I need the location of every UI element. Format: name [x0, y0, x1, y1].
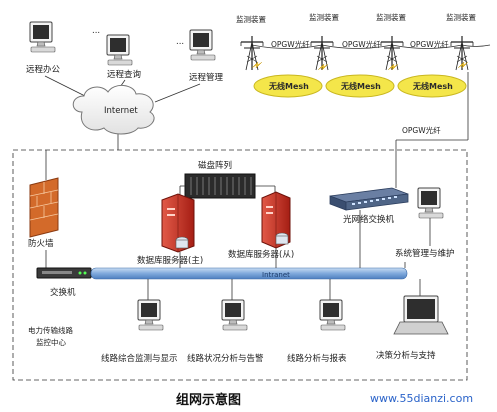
client-pc-3: [319, 299, 346, 331]
intranet-bus: [90, 267, 408, 280]
client-label-1: 线路综合监测与显示: [101, 353, 178, 364]
transmission-lines: [251, 44, 491, 49]
mesh-label-1: 无线Mesh: [268, 81, 309, 91]
client-pc-2: [221, 299, 248, 331]
opgw-label-3: OPGW光纤: [410, 39, 449, 49]
firewall-label: 防火墙: [28, 238, 54, 249]
client-pc-1: [137, 299, 164, 331]
client-laptop-4: [393, 295, 449, 335]
remote-office-pc: [29, 21, 56, 53]
mesh-label-2: 无线Mesh: [340, 81, 381, 91]
remote-query-label: 远程查询: [107, 69, 141, 80]
monitor-device-label-1: 监测装置: [236, 14, 266, 24]
watermark: www.55dianzi.com: [370, 392, 473, 405]
tower-3: [380, 35, 404, 71]
db-slave-label: 数据库服务器(从): [228, 249, 294, 260]
disk-array-label: 磁盘阵列: [198, 160, 232, 171]
client-label-4: 决策分析与支持: [376, 350, 436, 361]
tower-2: [310, 35, 334, 71]
optical-switch-label: 光网络交换机: [343, 214, 395, 225]
db-slave-server-icon: [261, 191, 291, 249]
internet-label: Internet: [104, 106, 138, 116]
remote-dots-1: ...: [92, 26, 100, 36]
remote-manage-label: 远程管理: [189, 72, 224, 83]
remote-dots-2: ...: [176, 37, 184, 47]
mesh-label-3: 无线Mesh: [412, 81, 453, 91]
remote-office-label: 远程办公: [26, 64, 61, 75]
optical-switch-icon: [329, 187, 409, 211]
monitor-device-label-3: 监测装置: [376, 12, 406, 22]
client-label-3: 线路分析与报表: [287, 353, 347, 364]
internet-cloud: [72, 85, 155, 135]
client-links: [147, 279, 421, 300]
tower-1: [240, 35, 264, 71]
center-name-line-1: 电力传输线路: [28, 325, 73, 335]
mesh-lightning-icons: [251, 61, 469, 71]
opgw-down-label: OPGW光纤: [402, 125, 441, 135]
remote-query-pc: [106, 34, 133, 66]
switch-icon: [36, 267, 92, 279]
sys-manage-label: 系统管理与维护: [395, 248, 455, 259]
firewall-icon: [29, 177, 59, 238]
disk-array: [184, 173, 256, 199]
opgw-label-1: OPGW光纤: [271, 39, 310, 49]
remote-manage-pc: [189, 29, 216, 61]
db-master-label: 数据库服务器(主): [137, 255, 203, 266]
mesh-ellipse-2: [325, 74, 395, 98]
client-label-2: 线路状况分析与告警: [187, 353, 264, 364]
db-master-server-icon: [161, 193, 195, 253]
switch-label: 交换机: [50, 287, 76, 298]
opgw-label-2: OPGW光纤: [342, 39, 381, 49]
sys-manage-pc: [417, 187, 444, 219]
mesh-ellipse-1: [253, 74, 323, 98]
monitor-device-label-4: 监测装置: [446, 12, 476, 22]
intranet-label: Intranet: [262, 271, 290, 279]
monitor-device-label-2: 监测装置: [309, 12, 339, 22]
center-name-line-2: 监控中心: [36, 337, 66, 347]
mesh-ellipse-3: [397, 74, 467, 98]
monitoring-center-frame: [12, 149, 468, 381]
diagram-title: 组网示意图: [176, 392, 241, 408]
